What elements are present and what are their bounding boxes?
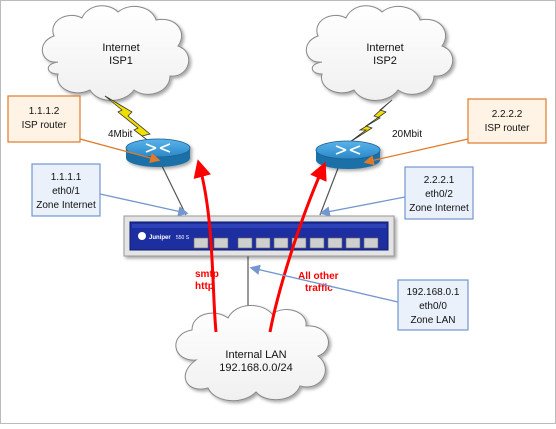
- router-isp2: [315, 140, 381, 169]
- traffic-right-label-1: All other: [298, 271, 339, 282]
- pointer-isp1-router: [79, 138, 161, 163]
- cloud-lan-label-2: 192.168.0.0/24: [219, 362, 292, 374]
- firewall-brand: Juniper: [149, 235, 171, 241]
- firewall-logo-icon: [138, 232, 146, 240]
- cloud-lan-label-1: Internal LAN: [225, 349, 286, 361]
- traffic-arrow-isp1: [193, 159, 218, 333]
- callout-eth00-interface: eth0/0: [419, 301, 447, 312]
- pointer-eth01: [99, 193, 189, 217]
- cloud-isp2-label-2: ISP2: [373, 55, 397, 67]
- pointer-eth02: [319, 196, 406, 217]
- lightning-bolt-isp2-icon: [349, 99, 393, 143]
- cloud-isp1-label-2: ISP1: [109, 55, 133, 67]
- link-router2-firewall: [319, 162, 341, 216]
- router-isp1: [125, 138, 191, 167]
- router-isp1-arrows-icon: [145, 143, 171, 153]
- callout-eth00-ip: 192.168.0.1: [407, 287, 460, 298]
- firewall-model: 550 S: [176, 235, 190, 241]
- firewall-device: Juniper 550 S: [123, 215, 395, 257]
- traffic-arrow-isp2: [268, 161, 327, 333]
- pointer-isp2-router: [363, 138, 469, 166]
- callout-isp1-router-ip: 1.1.1.2: [29, 106, 60, 117]
- traffic-right-label-2: traffic: [305, 283, 333, 294]
- callout-eth02-ip: 2.2.2.1: [424, 175, 455, 186]
- isp2-speed-label: 20Mbit: [392, 129, 422, 140]
- callout-eth02-zone: Zone Internet: [409, 203, 469, 214]
- callout-eth00-zone: Zone LAN: [410, 315, 455, 326]
- cloud-isp2: [306, 5, 454, 101]
- callout-eth02-interface: eth0/2: [425, 189, 453, 200]
- firewall-ports: [193, 237, 379, 249]
- cloud-lan: [175, 305, 329, 402]
- callout-eth01-interface: eth0/1: [52, 186, 80, 197]
- callout-isp2-router-ip: 2.2.2.2: [492, 109, 523, 120]
- callout-eth01: 1.1.1.1 eth0/1 Zone Internet: [31, 163, 101, 217]
- callout-eth02: 2.2.2.1 eth0/2 Zone Internet: [404, 166, 474, 220]
- router-isp2-arrows-icon: [335, 145, 361, 155]
- traffic-left-label-1: smtp: [195, 269, 219, 280]
- pointer-eth00: [249, 264, 399, 303]
- callout-eth01-zone: Zone Internet: [36, 200, 96, 211]
- callout-eth01-ip: 1.1.1.1: [51, 172, 82, 183]
- callout-eth00: 192.168.0.1 eth0/0 Zone LAN: [397, 279, 469, 331]
- callout-isp1-router-name: ISP router: [22, 120, 68, 131]
- traffic-left-label-2: http: [195, 281, 214, 292]
- cloud-isp1-label-1: Internet: [102, 42, 139, 54]
- callout-isp2-router-name: ISP router: [485, 123, 531, 134]
- isp1-speed-label: 4Mbit: [108, 129, 133, 140]
- cloud-isp1: [42, 5, 190, 101]
- callout-isp1-router: 1.1.1.2 ISP router: [7, 95, 81, 143]
- link-router1-firewall: [159, 161, 187, 216]
- callout-isp2-router: 2.2.2.2 ISP router: [467, 98, 547, 144]
- cloud-isp2-label-1: Internet: [366, 42, 403, 54]
